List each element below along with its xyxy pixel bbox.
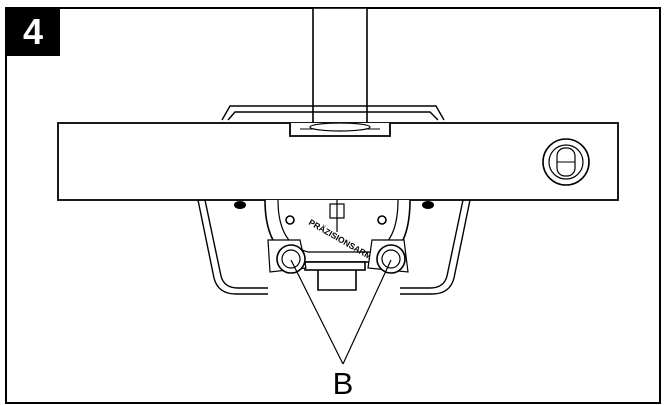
step-number-badge: 4 [6,8,60,56]
fastener-right [367,239,409,274]
spirit-level [57,122,619,201]
vertical-pipe [312,7,368,127]
callout-label-b: B [332,366,354,401]
callout-leaders [290,259,392,365]
fastener-left [267,239,307,274]
mounting-bracket [197,105,471,295]
bracket-bolts [234,201,434,209]
level-vial-vertical [542,138,590,186]
